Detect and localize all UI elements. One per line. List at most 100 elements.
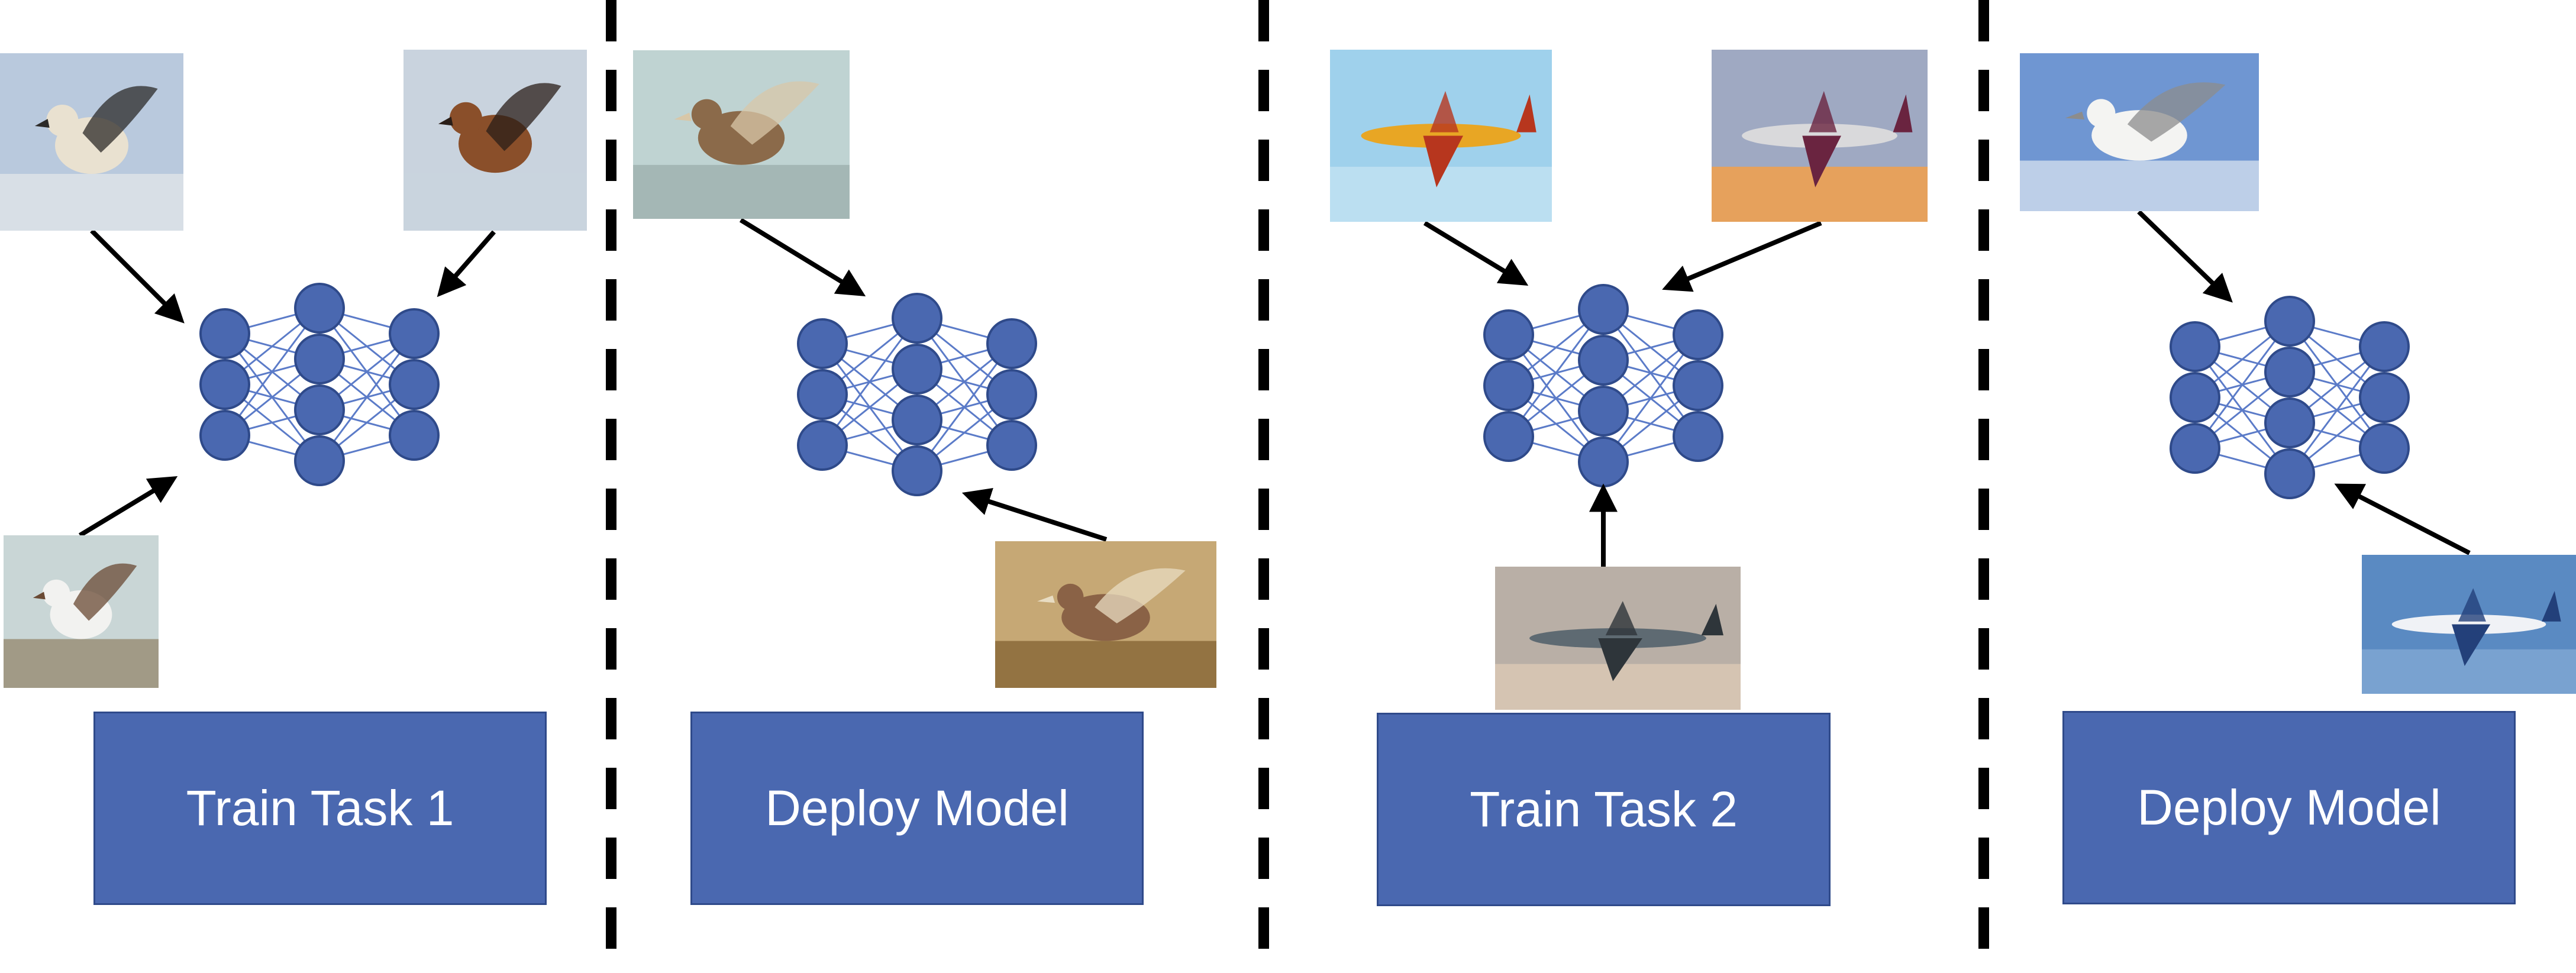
arrow (90, 229, 185, 324)
arrow (961, 487, 1108, 542)
network-node (797, 369, 848, 420)
network-node (892, 395, 942, 445)
network-node (986, 318, 1037, 369)
network-node (892, 445, 942, 496)
photo-seagull-flying (4, 535, 159, 688)
bird-beak (1037, 595, 1055, 603)
aircraft-wing (1802, 135, 1841, 188)
aircraft-tail (2542, 591, 2561, 622)
network-node (1578, 284, 1629, 335)
network-node (199, 410, 250, 461)
bird-beak (2065, 111, 2085, 120)
task-label: Deploy Model (2137, 780, 2441, 835)
network-edge (916, 343, 1013, 471)
task-label: Train Task 2 (1470, 781, 1738, 837)
network-node (389, 410, 440, 461)
bird-beak (674, 112, 692, 121)
arrow (739, 218, 866, 297)
bird-head (1057, 583, 1084, 610)
network-edge (1507, 309, 1605, 437)
arrow (2334, 483, 2471, 555)
bird-beak (33, 591, 46, 600)
bird-wing (82, 86, 158, 153)
bird-wing (730, 81, 819, 145)
photo-biplane (1330, 50, 1552, 222)
photo-ground (4, 639, 159, 688)
task-box-1: Train Task 1 (93, 712, 547, 905)
bird-wing (1095, 568, 1186, 623)
photo-seagull-sky (2020, 53, 2259, 211)
network-node (2170, 423, 2220, 474)
photo-red-kite (403, 50, 587, 231)
photo-ground (403, 173, 587, 231)
photo-ground (2020, 160, 2259, 211)
bird-head (691, 99, 722, 130)
network-node (1578, 386, 1629, 437)
photo-content (1330, 50, 1552, 222)
neural-network-4 (2170, 296, 2410, 499)
photo-egyptian-vulture (0, 53, 183, 231)
task-box-4: Deploy Model (2062, 711, 2516, 904)
photo-content (995, 541, 1216, 688)
network-node (2359, 423, 2410, 474)
photo-content (403, 50, 587, 231)
network-node (2264, 448, 2315, 499)
photo-content (633, 50, 850, 219)
arrow (437, 230, 496, 298)
network-node (1578, 437, 1629, 487)
bird-wing (2127, 82, 2226, 142)
arrow (78, 476, 178, 538)
bird-head (449, 102, 482, 135)
network-edge (1602, 334, 1699, 463)
network-node (294, 384, 345, 435)
network-node (1673, 360, 1723, 411)
bird-head (2087, 99, 2116, 128)
network-edge (2194, 321, 2291, 449)
aircraft-wing-far (1809, 90, 1837, 132)
task-box-3: Train Task 2 (1377, 713, 1831, 906)
task-label: Deploy Model (765, 780, 1069, 836)
network-node (1578, 335, 1629, 386)
aircraft-wing (2452, 624, 2491, 666)
photo-ground (633, 164, 850, 219)
bird-beak (34, 119, 50, 128)
neural-network-2 (797, 293, 1037, 496)
network-node (294, 435, 345, 486)
aircraft-wing-far (1429, 90, 1459, 132)
network-node (199, 359, 250, 410)
photo-ground (0, 174, 183, 231)
network-node (2170, 321, 2220, 372)
network-edge (821, 318, 918, 446)
network-node (294, 334, 345, 384)
network-node (2264, 397, 2315, 448)
network-node (2359, 372, 2410, 423)
neural-network-1 (199, 283, 440, 486)
photo-content (2362, 555, 2576, 694)
bird-wing (486, 83, 561, 151)
bird-wing (73, 563, 137, 621)
network-node (2264, 296, 2315, 347)
photo-content (0, 53, 183, 231)
photo-sparrow-branch (995, 541, 1216, 688)
photo-content (1712, 50, 1928, 222)
network-node (1483, 360, 1534, 411)
network-node (892, 293, 942, 344)
bird-head (42, 579, 70, 607)
network-node (1673, 411, 1723, 462)
photo-sparrow-perched (633, 50, 850, 219)
network-edge (2288, 346, 2385, 474)
photo-ground (995, 641, 1216, 688)
photo-content (1495, 567, 1741, 710)
network-node (2264, 347, 2315, 397)
arrow (1423, 221, 1529, 286)
arrow (1662, 221, 1822, 292)
aircraft-wing-far (1605, 601, 1638, 636)
network-node (1483, 411, 1534, 462)
photo-qatar-airliner (1712, 50, 1928, 222)
photo-content (4, 535, 159, 688)
network-node (986, 420, 1037, 471)
network-node (986, 369, 1037, 420)
neural-network-3 (1483, 284, 1723, 487)
network-node (797, 318, 848, 369)
